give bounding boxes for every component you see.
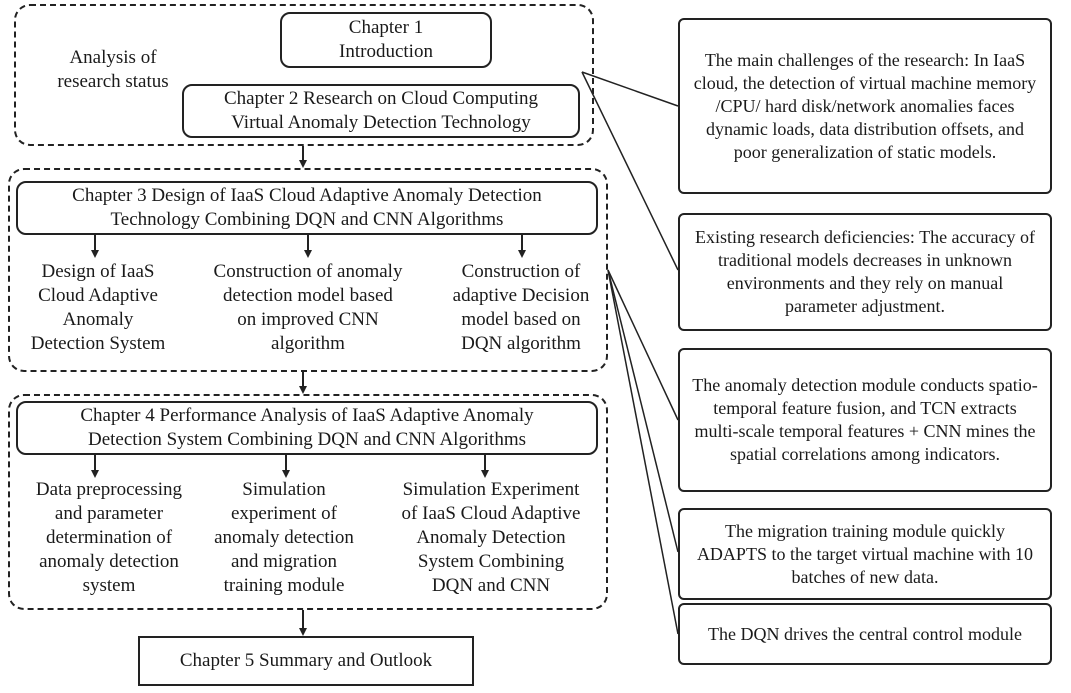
chapter5-label: Chapter 5 Summary and Outlook — [179, 650, 433, 671]
note-anomaly-detection-module: The anomaly detection module conducts sp… — [678, 348, 1052, 492]
chapter3-sub-3: Construction of adaptive Decision model … — [452, 261, 590, 354]
note-migration-training-module: The migration training module quickly AD… — [678, 508, 1052, 600]
note-main-challenges: The main challenges of the research: In … — [678, 18, 1052, 194]
note-main-challenges-text: The main challenges of the research: In … — [693, 49, 1037, 162]
chapter4-sub-2: Simulation experiment of anomaly detecti… — [214, 479, 354, 596]
connector-group1-note-challenges — [581, 71, 679, 107]
chapter4-sub-1: Data preprocessing and parameter determi… — [35, 479, 183, 596]
connector-group2-note-migration — [607, 269, 679, 553]
chapter4-label: Chapter 4 Performance Analysis of IaaS A… — [80, 405, 534, 450]
group-chapter4 — [8, 394, 608, 610]
note-dqn-central-control-text: The DQN drives the central control modul… — [708, 623, 1022, 644]
chapter1-box: Chapter 1 Introduction — [280, 12, 492, 68]
chapter2-box: Chapter 2 Research on Cloud Computing Vi… — [182, 84, 580, 138]
chapter3-sub-2: Construction of anomaly detection model … — [213, 261, 403, 354]
note-anomaly-detection-module-text: The anomaly detection module conducts sp… — [692, 375, 1038, 464]
group-research-status-label: Analysis of research status — [57, 47, 169, 92]
chapter3-box: Chapter 3 Design of IaaS Cloud Adaptive … — [16, 181, 598, 235]
note-dqn-central-control: The DQN drives the central control modul… — [678, 603, 1052, 665]
chapter3-sub-1: Design of IaaS Cloud Adaptive Anomaly De… — [30, 261, 166, 354]
note-migration-training-module-text: The migration training module quickly AD… — [696, 520, 1034, 587]
chapter3-label: Chapter 3 Design of IaaS Cloud Adaptive … — [72, 185, 542, 230]
chapter4-box: Chapter 4 Performance Analysis of IaaS A… — [16, 401, 598, 455]
chapter1-label: Chapter 1 Introduction — [339, 17, 433, 62]
connector-group2-note-anomaly — [607, 269, 679, 421]
connector-group2-note-dqn — [607, 269, 679, 635]
chapter2-label: Chapter 2 Research on Cloud Computing Vi… — [224, 88, 538, 133]
chapter5-box: Chapter 5 Summary and Outlook — [138, 636, 474, 686]
chapter4-sub-3: Simulation Experiment of IaaS Cloud Adap… — [401, 479, 581, 596]
note-research-deficiencies: Existing research deficiencies: The accu… — [678, 213, 1052, 331]
note-research-deficiencies-text: Existing research deficiencies: The accu… — [695, 227, 1035, 316]
